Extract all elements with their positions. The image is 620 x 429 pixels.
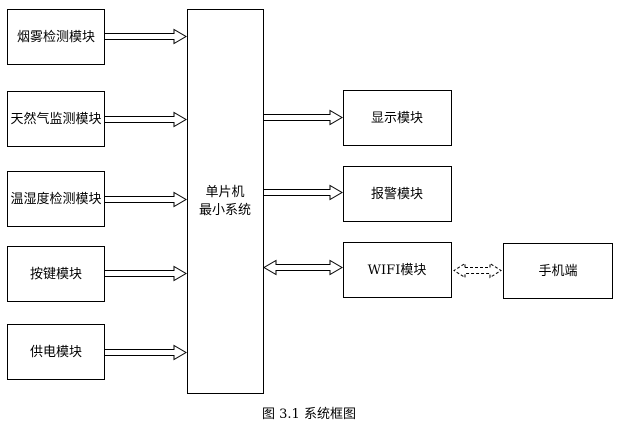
- input-arrows: [105, 28, 187, 361]
- mcu-label-line1: 单片机: [205, 185, 244, 200]
- alarm-module-label: 报警模块: [371, 186, 423, 202]
- figure-caption: 图 3.1 系统框图: [262, 407, 356, 422]
- smoke-module-label: 烟雾检测模块: [17, 30, 95, 45]
- display-module-box: [343, 90, 452, 146]
- input-modules: 烟雾检测模块 天然气监测模块 温湿度检测模块 按键模块 供电模块: [7, 9, 105, 380]
- wifi-module-label: WIFI模块: [368, 263, 427, 278]
- wifi-phone-link: [453, 262, 502, 279]
- arrow-gas-to-mcu: [105, 111, 187, 128]
- smoke-module-box: [7, 9, 105, 65]
- key-module-box: [7, 246, 105, 302]
- alarm-module-box: [343, 166, 452, 222]
- arrow-mcu-to-display: [264, 109, 343, 126]
- temp-humidity-module-label: 温湿度检测模块: [10, 191, 101, 207]
- arrow-key-to-mcu: [105, 265, 187, 282]
- arrow-smoke-to-mcu: [105, 28, 187, 45]
- display-module-label: 显示模块: [371, 111, 423, 126]
- output-arrows: [263, 109, 343, 276]
- mcu-label-line2: 最小系统: [199, 203, 251, 218]
- mcu-block: 单片机 最小系统: [187, 9, 264, 394]
- phone-label: 手机端: [538, 264, 577, 279]
- temp-humidity-module-box: [7, 171, 105, 227]
- power-module-box: [7, 324, 105, 380]
- arrow-temp-to-mcu: [105, 191, 187, 208]
- phone-block: 手机端: [503, 243, 613, 299]
- mcu-box: [187, 9, 264, 394]
- phone-box: [503, 243, 613, 299]
- arrow-mcu-wifi-bidirectional: [263, 259, 343, 276]
- gas-module-label: 天然气监测模块: [10, 111, 101, 127]
- gas-module-box: [7, 91, 105, 147]
- arrow-power-to-mcu: [105, 344, 187, 361]
- power-module-label: 供电模块: [30, 345, 82, 360]
- output-modules: 显示模块 报警模块 WIFI模块: [343, 90, 452, 298]
- arrow-wifi-phone-dashed: [453, 262, 502, 279]
- arrow-mcu-to-alarm: [264, 184, 343, 201]
- wifi-module-box: [343, 242, 452, 298]
- key-module-label: 按键模块: [30, 267, 82, 282]
